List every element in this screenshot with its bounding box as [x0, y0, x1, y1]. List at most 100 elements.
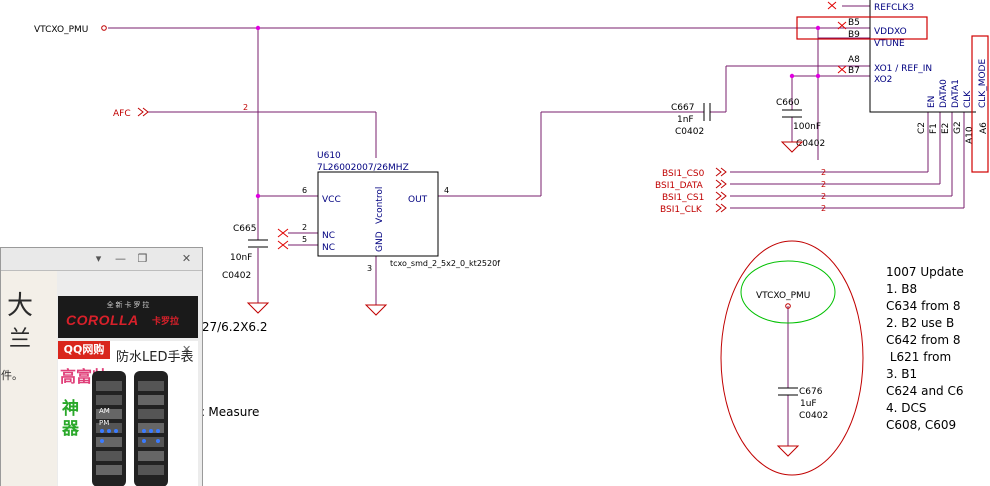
- note-line: C634 from 8: [886, 299, 960, 313]
- c665-pkg: C0402: [222, 271, 251, 281]
- led-watch-image: AM PM: [92, 371, 168, 486]
- bsi-pin-number: 2: [821, 168, 826, 177]
- highlight-box-clk-mode: [971, 35, 989, 173]
- watch-label-pm: PM: [99, 419, 109, 427]
- pin-b7: B7: [848, 66, 860, 76]
- net-label-afc: AFC: [113, 109, 131, 119]
- u610-value: 7L26002007/26MHZ: [317, 163, 409, 173]
- ad-headline: 防水LED手表: [116, 350, 194, 365]
- afc-pin-number: 2: [243, 103, 248, 112]
- ground-icon: [246, 302, 270, 314]
- pin-b9: B9: [848, 30, 860, 40]
- u610-pin-vcontrol: Vcontrol: [375, 187, 385, 224]
- ground-icon: [776, 445, 800, 457]
- c660-component[interactable]: C660 100nF C0402: [776, 98, 825, 149]
- u610-pin-out-num: 4: [444, 186, 449, 195]
- ground-symbols: [246, 141, 804, 457]
- popup-ad-window[interactable]: ▾ — ❐ ✕ 大 兰 件。 全 新 卡 罗 拉 COROLLA 卡罗拉 QQ网…: [0, 247, 203, 486]
- pin-xo2: XO2: [874, 75, 892, 85]
- pin-refclk3: REFCLK3: [874, 3, 914, 13]
- junction-dot: [815, 73, 821, 79]
- close-icon[interactable]: ✕: [181, 252, 192, 265]
- banner-brand-cn: 卡罗拉: [152, 317, 180, 327]
- note-line: 1. B8: [886, 282, 917, 296]
- note-line: C624 and C6: [886, 384, 964, 398]
- pin-g2: G2: [953, 121, 963, 134]
- note-line: L621 from: [886, 350, 955, 364]
- highlight-box-vddxo-vtune: [796, 16, 928, 40]
- note-line: c Measure: [198, 405, 259, 419]
- popup-title-bar[interactable]: ▾ — ❐ ✕: [1, 248, 202, 271]
- c665-component[interactable]: C665 10nF C0402: [222, 224, 268, 281]
- bsi-port-label: BSI1_CLK: [660, 205, 703, 215]
- pin-vtune: VTUNE: [874, 39, 905, 49]
- restore-icon[interactable]: ❐: [137, 252, 148, 265]
- note-line: 3. B1: [886, 367, 917, 381]
- c676-component[interactable]: C676 1uF C0402: [778, 387, 828, 421]
- ad-slogan: 神器: [62, 399, 79, 439]
- c660-value: 100nF: [793, 122, 821, 132]
- u610-pin-vcc-num: 6: [302, 186, 307, 195]
- baseband-ic[interactable]: REFCLK3 B5 VDDXO B9 VTUNE A8 XO1 / REF_I…: [848, 0, 989, 144]
- c676-pkg: C0402: [799, 411, 828, 421]
- corolla-banner[interactable]: 全 新 卡 罗 拉 COROLLA 卡罗拉: [58, 296, 198, 338]
- pin-c2: C2: [917, 122, 927, 134]
- c676-ref: C676: [799, 387, 823, 397]
- minimize-icon[interactable]: —: [115, 252, 126, 265]
- pin-xo1: XO1 / REF_IN: [874, 64, 932, 74]
- note-line: 2. B2 use B: [886, 316, 954, 330]
- port-circle-icon: [101, 25, 107, 31]
- calligraphy-char: 件。: [1, 369, 23, 382]
- pin-a8: A8: [848, 55, 860, 65]
- c667-pkg: C0402: [675, 127, 704, 137]
- ad-close-icon[interactable]: ✕: [182, 343, 192, 356]
- c665-value: 10nF: [230, 253, 252, 263]
- u610-pin-out: OUT: [408, 195, 428, 205]
- note-line: 1007 Update: [886, 265, 964, 279]
- pin-vddxo: VDDXO: [874, 27, 907, 37]
- c667-ref: C667: [671, 103, 694, 113]
- no-connect-icon: [277, 228, 289, 250]
- u610-pin-gnd: GND: [375, 231, 385, 252]
- pin-e2: E2: [941, 123, 951, 134]
- banner-subtitle: 全 新 卡 罗 拉: [106, 302, 150, 309]
- bsi-pin-number: 2: [821, 192, 826, 201]
- port-circle-icon: [785, 303, 791, 309]
- watch-ad[interactable]: QQ网购 ✕ 防水LED手表 高富帅 神器 AM PM: [58, 341, 198, 486]
- calligraphy-panel: 大 兰 件。: [1, 271, 57, 486]
- c667-component[interactable]: C667 1nF C0402: [671, 103, 711, 137]
- note-line: 4. DCS: [886, 401, 927, 415]
- junction-dot: [789, 73, 795, 79]
- port-arrow-icon: [137, 107, 149, 117]
- annotation-ellipse-green: [740, 260, 836, 324]
- u610-footprint: tcxo_smd_2_5x2_0_kt2520f: [390, 259, 500, 268]
- pin-data0: DATA0: [939, 79, 949, 108]
- bsi-port-label: BSI1_DATA: [655, 181, 704, 191]
- c665-ref: C665: [233, 224, 256, 234]
- pin-a6: A6: [979, 122, 989, 134]
- dropdown-icon[interactable]: ▾: [95, 252, 102, 265]
- junction-dot: [255, 25, 261, 31]
- net-label-vtcxo-pmu-local: VTCXO_PMU: [756, 291, 810, 301]
- u610-ref: U610: [317, 151, 341, 161]
- ic-body-outline: [869, 0, 976, 113]
- u610-component[interactable]: U610 7L26002007/26MHZ VCC 6 OUT 4 Vcontr…: [302, 151, 500, 273]
- u610-pin-gnd-num: 3: [367, 264, 372, 273]
- calligraphy-char: 大: [7, 291, 34, 321]
- u610-pin-nc1: NC: [322, 231, 335, 241]
- pin-data1: DATA1: [951, 79, 961, 108]
- net-label-vtcxo-pmu: VTCXO_PMU: [34, 25, 88, 35]
- note-line: C608, C609: [886, 418, 956, 432]
- c660-pkg: C0402: [796, 139, 825, 149]
- junction-dot: [255, 193, 261, 199]
- calligraphy-char: 兰: [9, 327, 32, 352]
- ground-icon: [780, 141, 804, 153]
- c660-ref: C660: [776, 98, 800, 108]
- note-line: .27/6.2X6.2: [198, 320, 268, 334]
- wires: [108, 5, 965, 446]
- bsi-port-label: BSI1_CS1: [662, 193, 704, 203]
- no-connect-icon: [827, 1, 847, 74]
- c676-value: 1uF: [800, 399, 817, 409]
- note-line: C642 from 8: [886, 333, 960, 347]
